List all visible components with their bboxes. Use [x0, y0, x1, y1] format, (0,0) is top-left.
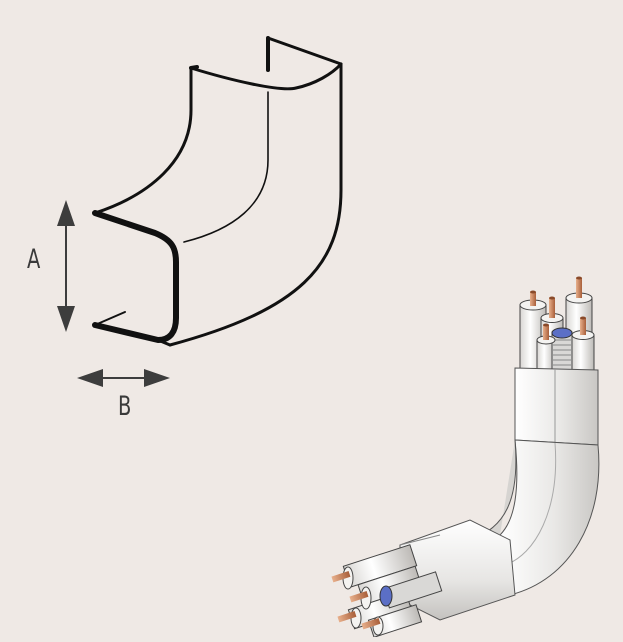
upper-sleeve	[514, 367, 599, 446]
duct-elbow-outline	[92, 36, 343, 347]
dimension-label-a: A	[27, 244, 41, 275]
dimension-arrow-a	[57, 200, 75, 332]
dimension-arrow-b	[77, 369, 170, 387]
dimension-label-b: B	[118, 391, 132, 422]
rendered-elbow-with-pipes	[331, 276, 600, 638]
pipe-bundle-top	[519, 276, 595, 381]
lower-sleeve	[399, 519, 516, 621]
pipe-bundle-left	[331, 544, 443, 638]
